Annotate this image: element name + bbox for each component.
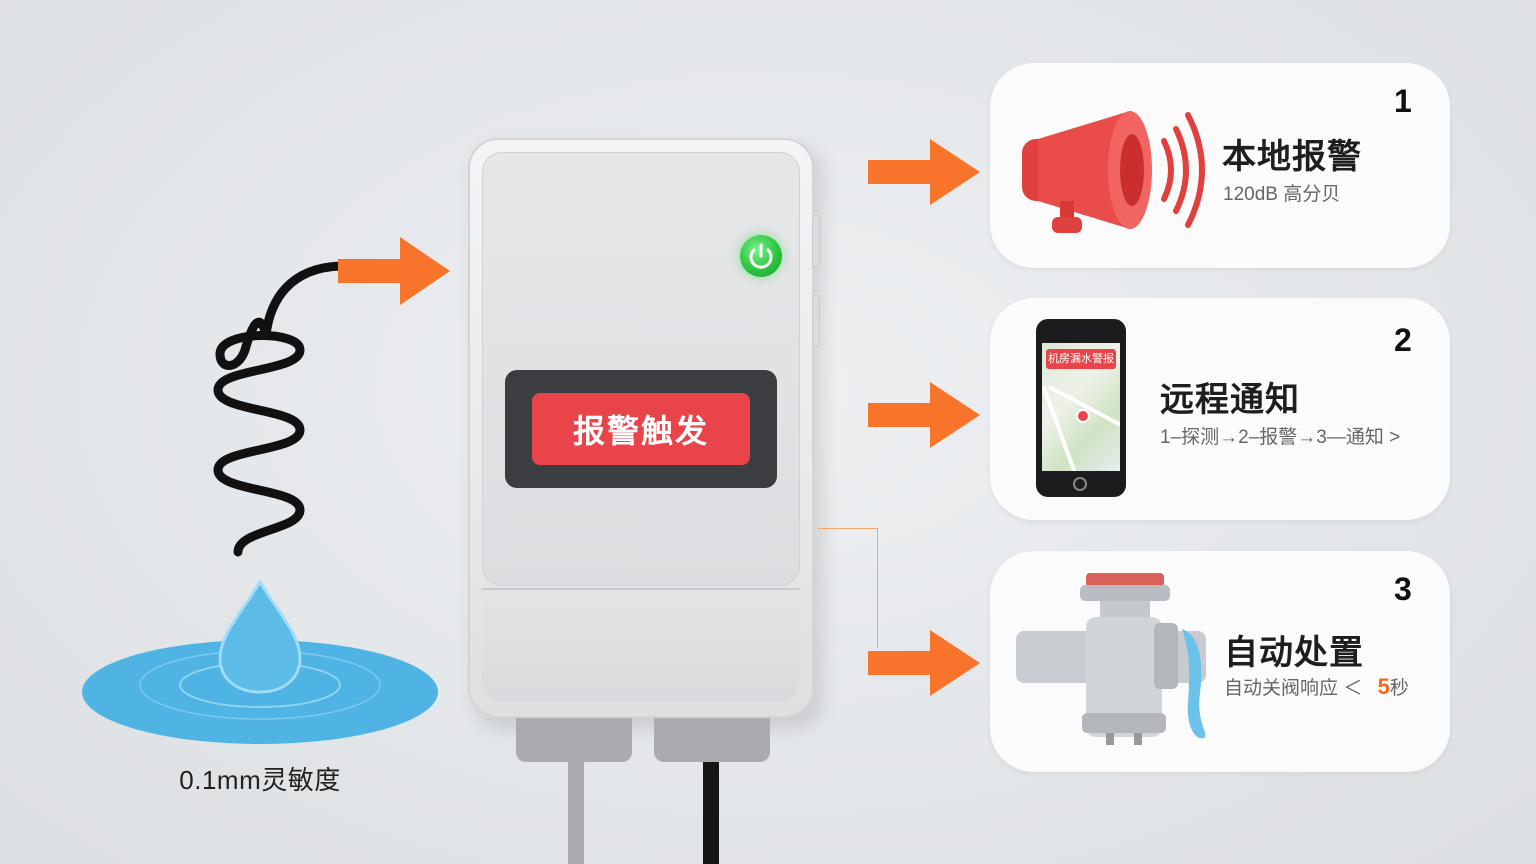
- connector-line: [818, 528, 878, 529]
- cable-port-right: [654, 718, 770, 762]
- sensor-cable-icon: [213, 261, 345, 557]
- step-subtitle: 120dB 高分贝: [1223, 184, 1341, 205]
- step-subtitle: 1–探测→2–报警→3—通知 >: [1160, 427, 1401, 448]
- step-title: 远程通知: [1160, 381, 1300, 419]
- response-seconds-value: 5: [1377, 674, 1390, 699]
- step-card-local-alarm: 1 本地报警 120dB 高分贝: [990, 63, 1450, 268]
- step-number: 3: [1394, 571, 1412, 607]
- step-number: 1: [1394, 83, 1412, 119]
- arrow-to-auto-shutoff-icon: [868, 630, 980, 696]
- alarm-triggered-label: 报警触发: [532, 393, 750, 465]
- step-card-remote-notify: 2 机房漏水警报 远程通知 1–探测→2–报警→3—通知 >: [990, 298, 1450, 520]
- arrow-sensor-to-device-icon: [338, 237, 450, 305]
- device-base: [482, 592, 800, 702]
- power-symbol-icon: [749, 243, 773, 269]
- step-title: 自动处置: [1224, 634, 1364, 672]
- step-title: 本地报警: [1222, 138, 1362, 176]
- step-card-auto-shutoff: 3 自动处置 自动关阀响应 ＜ 5秒: [990, 551, 1450, 772]
- siren-horn-icon: [1022, 111, 1205, 233]
- phone-screen-map: 机房漏水警报: [1042, 343, 1120, 471]
- cable-black: [703, 762, 719, 864]
- step-subtitle-row: 自动关阀响应 ＜ 5秒: [1224, 673, 1409, 700]
- phone-banner: 机房漏水警报: [1046, 349, 1116, 369]
- water-sensor-probe: [82, 261, 438, 744]
- device-side-button[interactable]: [812, 215, 820, 267]
- cable-gray: [568, 762, 584, 864]
- sensitivity-label: 0.1mm灵敏度: [179, 765, 341, 795]
- device-divider: [482, 588, 800, 590]
- power-icon[interactable]: [740, 235, 782, 277]
- device-side-button[interactable]: [812, 295, 820, 347]
- step-subtitle: 自动关阀响应 ＜: [1224, 678, 1363, 699]
- arrow-to-local-alarm-icon: [868, 139, 980, 205]
- cable-port-left: [516, 718, 632, 762]
- shutoff-valve-icon: [1016, 573, 1206, 745]
- arrow-to-remote-notify-icon: [868, 382, 980, 448]
- map-road: [1042, 385, 1087, 471]
- response-seconds-unit: 秒: [1389, 678, 1409, 699]
- map-pin-icon: [1076, 409, 1090, 423]
- phone-home-button: [1073, 477, 1087, 491]
- connector-line: [877, 528, 878, 648]
- smartphone-icon: 机房漏水警报: [1036, 319, 1126, 497]
- step-number: 2: [1394, 322, 1412, 358]
- water-puddle-icon: [82, 579, 438, 744]
- device-front-panel: [482, 152, 800, 586]
